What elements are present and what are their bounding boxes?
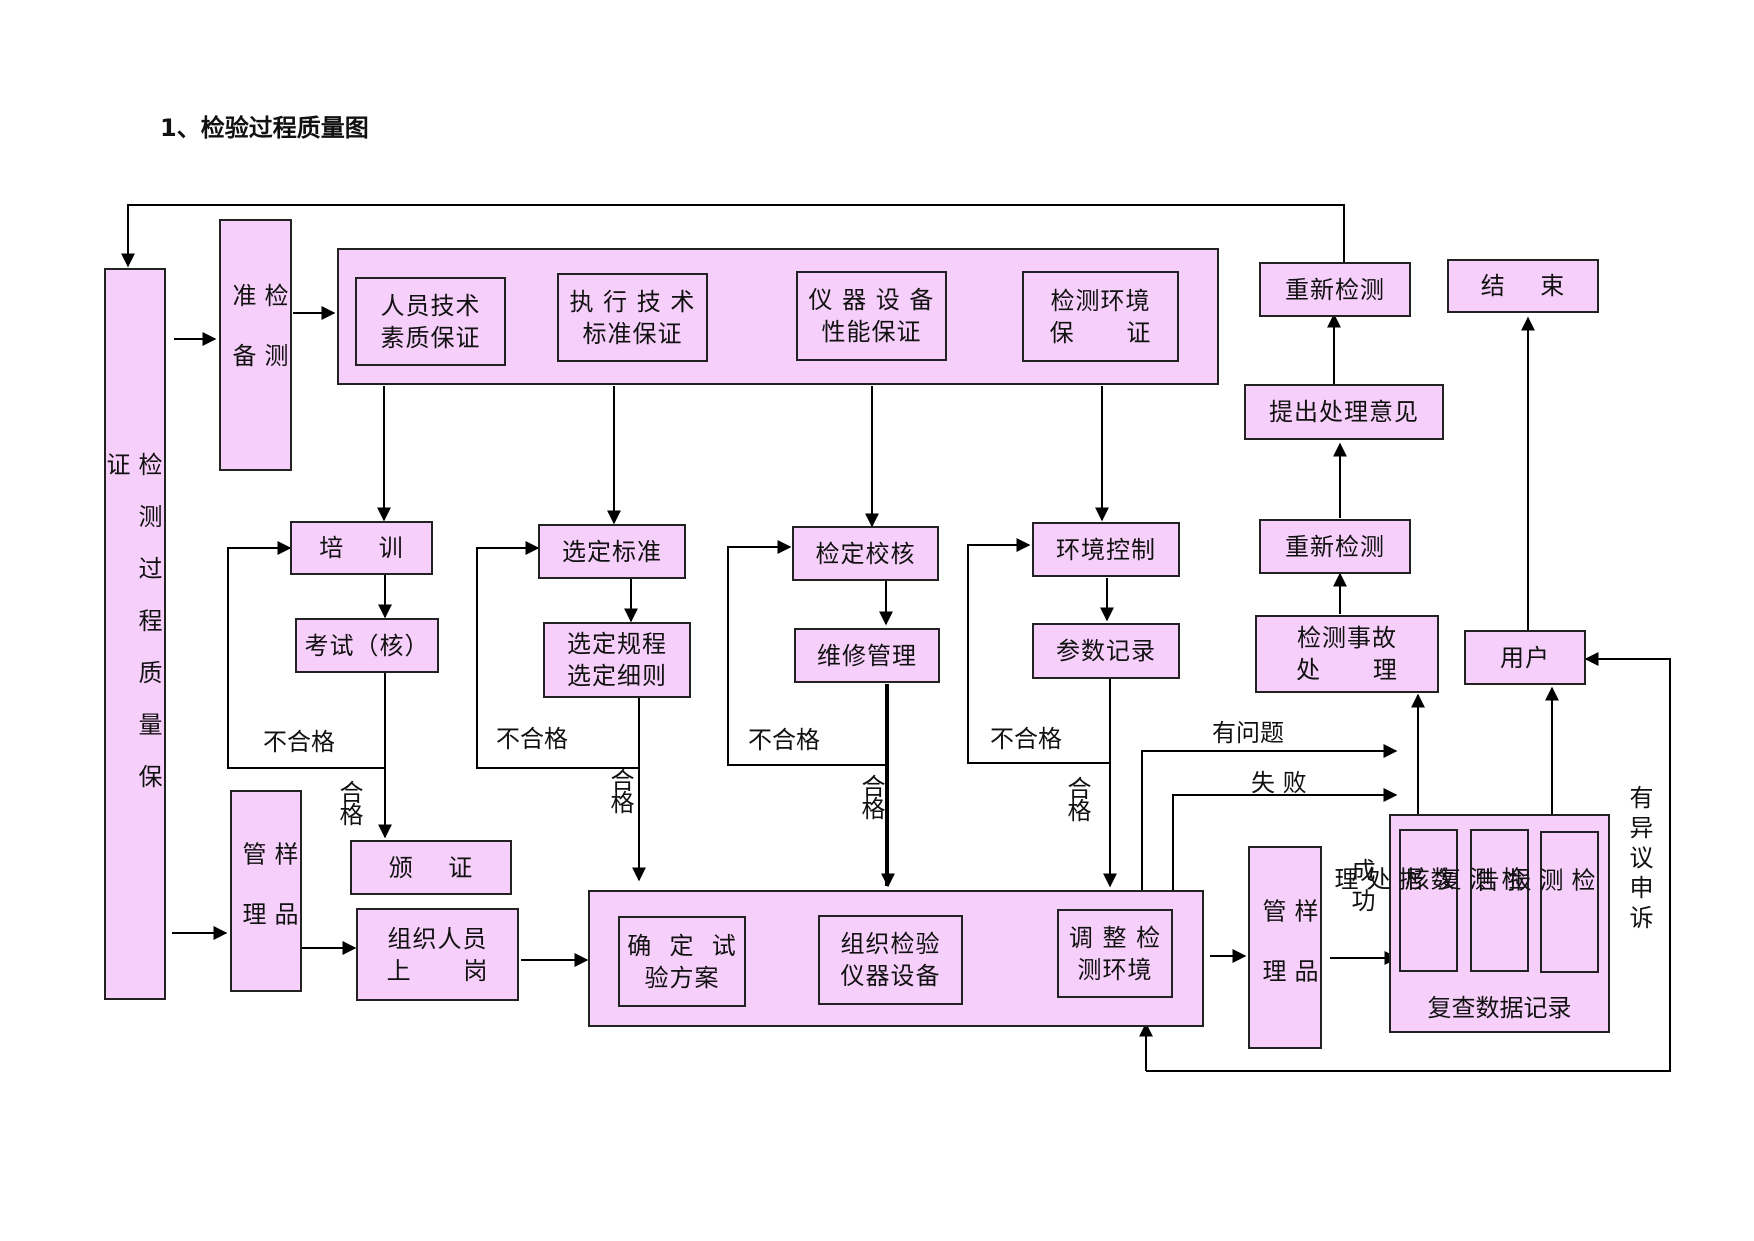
detection-prep-label: 检 测 准 备 xyxy=(228,283,288,371)
success-label: 成功 xyxy=(1347,858,1375,918)
exam-box: 考试（核） xyxy=(295,618,439,673)
pass-label-4: 合格 xyxy=(1063,776,1091,820)
retest-mid-box: 重新检测 xyxy=(1259,519,1411,574)
fail-label-2: 不合格 xyxy=(496,725,568,753)
standard-assurance-label: 执 行 技 术 标准保证 xyxy=(569,287,696,348)
quality-assurance-column: 检 测 过 程 质 量 保 证 xyxy=(102,268,166,1000)
recheck-box: 检 测 复 核 xyxy=(1401,829,1529,972)
certificate-box: 颁 证 xyxy=(350,840,512,895)
parameter-record-label: 参数记录 xyxy=(1056,637,1156,665)
quality-assurance-label: 检 测 过 程 质 量 保 证 xyxy=(102,452,162,788)
test-report-box: 检 测 报 告 xyxy=(1471,831,1599,973)
retest-mid-label: 重新检测 xyxy=(1285,532,1385,561)
instruments-box: 组织检验 仪器设备 xyxy=(818,915,963,1005)
pass-label-1: 合格 xyxy=(335,780,363,824)
pass-label-2: 合格 xyxy=(606,768,634,812)
sample-management-left: 样 品 管 理 xyxy=(230,790,302,992)
adjust-environment-box: 调 整 检 测环境 xyxy=(1057,909,1173,998)
environment-assurance-label: 检测环境 保 证 xyxy=(1049,286,1152,347)
sample-management-right-label: 样 品 管 理 xyxy=(1258,897,1318,986)
instruments-label: 组织检验 仪器设备 xyxy=(840,930,941,990)
data-processing-box: 数 据 处 理 xyxy=(1330,829,1458,972)
retest-top-box: 重新检测 xyxy=(1259,262,1411,317)
exam-label: 考试（核） xyxy=(304,631,430,660)
failure-label: 失 败 xyxy=(1251,769,1307,797)
staff-quality-label: 人员技术 素质保证 xyxy=(380,291,481,352)
fail-label-1: 不合格 xyxy=(263,728,335,756)
test-plan-label: 确 定 试 验方案 xyxy=(627,931,737,992)
sample-management-left-label: 样 品 管 理 xyxy=(238,841,298,930)
test-report-label: 检 测 报 告 xyxy=(1471,867,1595,896)
problem-label: 有问题 xyxy=(1212,719,1284,747)
user-label: 用户 xyxy=(1500,643,1550,672)
appeal-label: 有异议申诉 xyxy=(1625,785,1653,935)
user-box: 用户 xyxy=(1464,630,1586,685)
organize-staff-label: 组织人员 上 岗 xyxy=(386,924,489,985)
test-plan-box: 确 定 试 验方案 xyxy=(618,916,746,1007)
equipment-assurance-box: 仪 器 设 备 性能保证 xyxy=(796,271,947,361)
select-procedure-label: 选定规程 选定细则 xyxy=(567,630,667,690)
detection-prep-box: 检 测 准 备 xyxy=(219,219,292,471)
repair-management-label: 维修管理 xyxy=(817,641,917,670)
end-label: 结 束 xyxy=(1480,272,1566,300)
review-records-label: 复查数据记录 xyxy=(1427,994,1572,1022)
select-standard-label: 选定标准 xyxy=(562,537,662,566)
environment-control-box: 环境控制 xyxy=(1032,522,1180,577)
retest-top-label: 重新检测 xyxy=(1285,275,1385,304)
fail-label-4: 不合格 xyxy=(990,725,1062,753)
organize-staff-box: 组织人员 上 岗 xyxy=(356,908,519,1001)
certificate-label: 颁 证 xyxy=(388,853,474,882)
end-box: 结 束 xyxy=(1447,259,1599,313)
training-box: 培 训 xyxy=(290,521,433,575)
review-records-group: 数 据 处 理 检 测 复 核 检 测 报 告 复查数据记录 xyxy=(1330,814,1610,1033)
execution-group: 确 定 试 验方案 组织检验 仪器设备 调 整 检 测环境 xyxy=(588,890,1204,1027)
environment-control-label: 环境控制 xyxy=(1056,535,1156,564)
top-assurance-group: 人员技术 素质保证 执 行 技 术 标准保证 仪 器 设 备 性能保证 检测环境… xyxy=(337,248,1219,385)
recheck-label: 检 测 复 核 xyxy=(1401,865,1525,894)
standard-assurance-box: 执 行 技 术 标准保证 xyxy=(557,273,708,362)
propose-handling-label: 提出处理意见 xyxy=(1269,398,1419,426)
select-procedure-box: 选定规程 选定细则 xyxy=(543,622,691,698)
select-standard-box: 选定标准 xyxy=(538,524,686,579)
accident-handling-label: 检测事故 处 理 xyxy=(1296,624,1398,684)
parameter-record-box: 参数记录 xyxy=(1032,623,1180,679)
propose-handling-box: 提出处理意见 xyxy=(1244,384,1444,440)
pass-label-3: 合格 xyxy=(857,774,885,818)
fail-label-3: 不合格 xyxy=(748,726,820,754)
adjust-environment-label: 调 整 检 测环境 xyxy=(1068,923,1162,984)
repair-management-box: 维修管理 xyxy=(794,628,940,683)
training-label: 培 训 xyxy=(319,534,404,562)
data-processing-label: 数 据 处 理 xyxy=(1330,865,1454,894)
accident-handling-box: 检测事故 处 理 xyxy=(1255,615,1439,693)
staff-quality-box: 人员技术 素质保证 xyxy=(355,277,506,366)
page-title: 1、检验过程质量图 xyxy=(160,114,369,142)
environment-assurance-box: 检测环境 保 证 xyxy=(1022,271,1179,362)
calibration-label: 检定校核 xyxy=(815,539,916,568)
sample-management-right: 样 品 管 理 xyxy=(1248,846,1322,1049)
calibration-box: 检定校核 xyxy=(792,526,939,581)
equipment-assurance-label: 仪 器 设 备 性能保证 xyxy=(808,286,935,346)
